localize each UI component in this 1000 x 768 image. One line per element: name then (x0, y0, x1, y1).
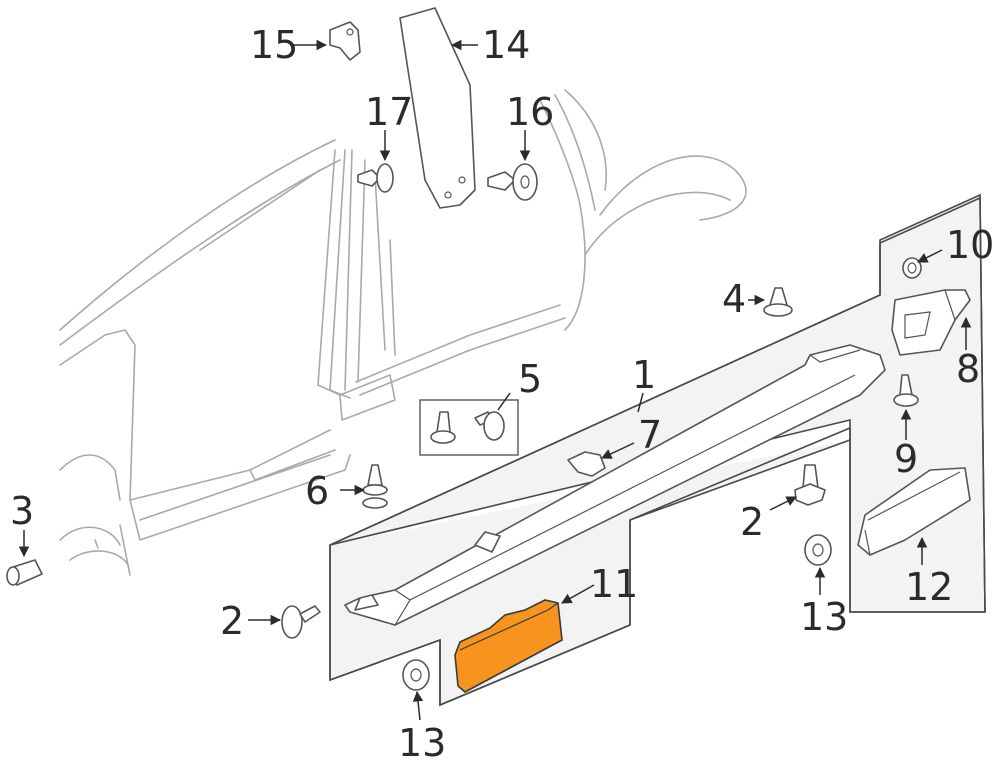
callout-16: 16 (506, 90, 554, 134)
molding-12 (857, 467, 971, 556)
callout-6: 6 (305, 469, 329, 513)
callout-8: 8 (956, 347, 980, 391)
callout-13-lower: 13 (398, 721, 446, 765)
highlighted-molding-11 (454, 599, 563, 693)
callout-15: 15 (250, 23, 298, 67)
callout-12: 12 (905, 565, 953, 609)
car-body-outline (59, 89, 747, 576)
callout-9: 9 (894, 437, 918, 481)
callout-4: 4 (722, 277, 746, 321)
push-pin-5b (474, 411, 505, 441)
push-pin-16 (487, 163, 538, 201)
bracket-8 (891, 289, 971, 356)
clip-13-upper (804, 534, 832, 566)
clip-15 (329, 21, 361, 61)
leader-lines (18, 39, 972, 721)
nut-10 (902, 257, 922, 279)
clip-13-lower (402, 659, 430, 691)
push-pin-6 (362, 464, 388, 509)
callout-10: 10 (946, 223, 994, 267)
callout-5: 5 (518, 357, 542, 401)
callout-3: 3 (10, 489, 34, 533)
plug-3 (6, 559, 43, 586)
push-pin-4 (763, 287, 793, 317)
callout-17: 17 (365, 90, 413, 134)
push-pin-9 (893, 374, 919, 407)
callout-1: 1 (632, 353, 656, 397)
bolt-2-upper (794, 464, 826, 506)
callout-13-upper: 13 (800, 595, 848, 639)
highlighted-molding-11-edge (459, 602, 559, 651)
callout-2-left: 2 (220, 599, 244, 643)
pin-2-left (281, 605, 321, 639)
callout-2-right: 2 (740, 500, 764, 544)
rocker-molding (344, 344, 886, 626)
callout-11: 11 (590, 562, 638, 606)
push-pin-17 (357, 163, 394, 193)
callout-14: 14 (482, 23, 530, 67)
push-pin-5a (430, 411, 456, 444)
pillar-trim-14 (399, 7, 476, 209)
callout-7: 7 (638, 413, 662, 457)
fastener-box-5 (419, 399, 519, 456)
panel-border (329, 196, 986, 707)
clip-7 (567, 451, 606, 477)
